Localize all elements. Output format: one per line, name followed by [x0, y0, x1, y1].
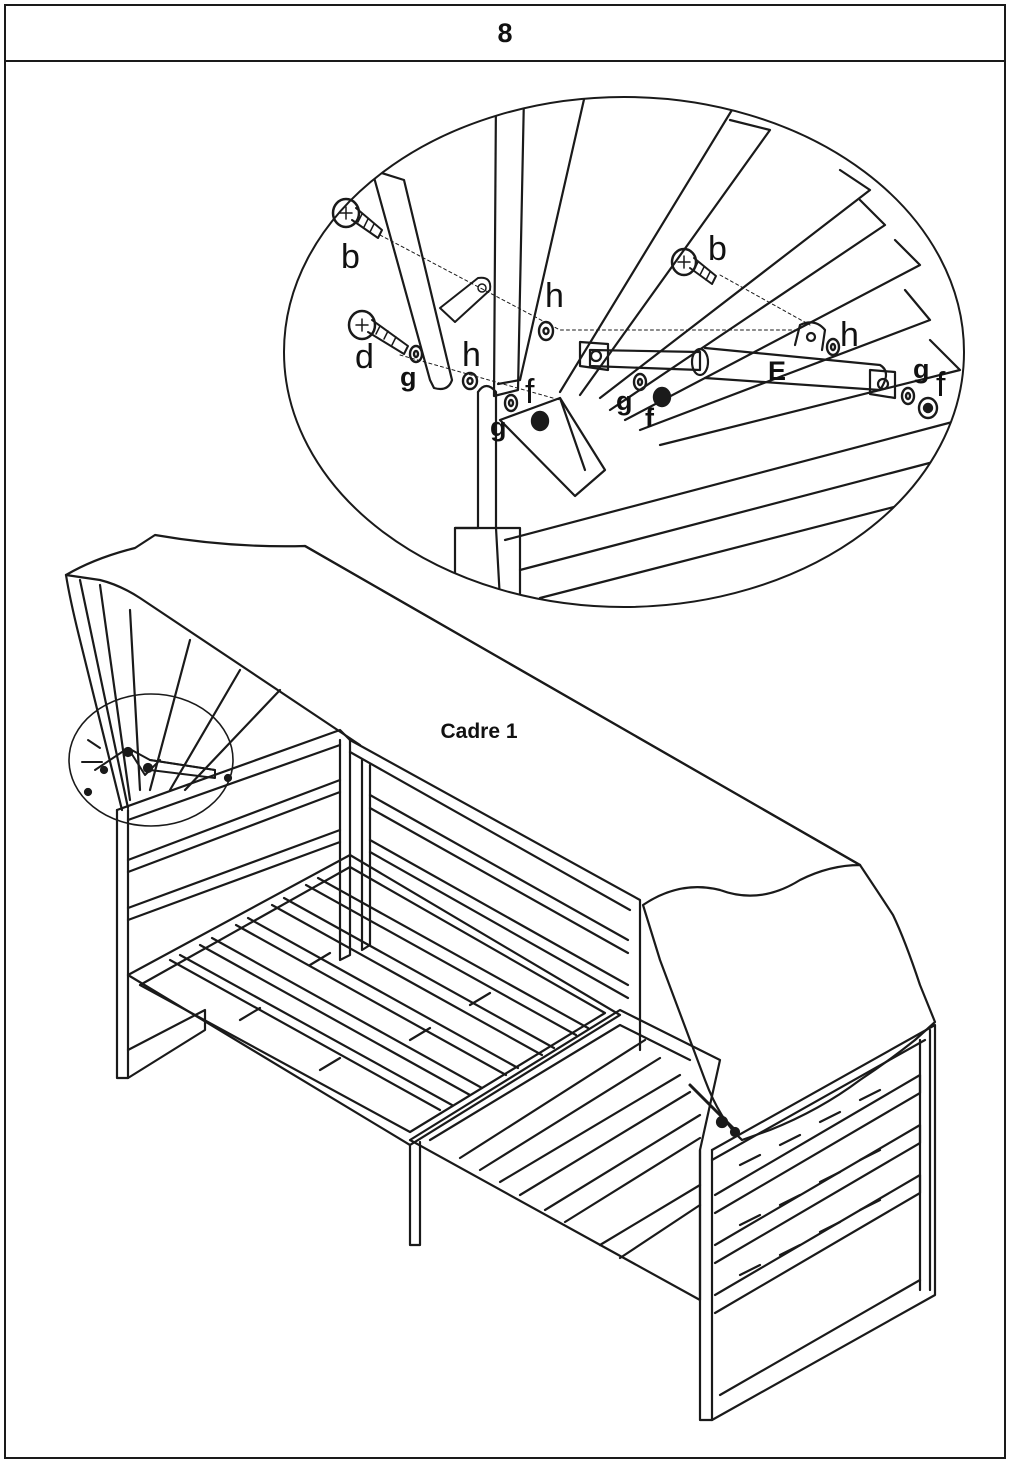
bolt-b-right — [670, 247, 717, 285]
hinge-bracket — [439, 276, 492, 323]
bed-frame — [64, 533, 937, 1422]
part-label-E: E — [768, 356, 786, 386]
right-gas-strut-small — [688, 1083, 741, 1138]
bolt-b-left — [331, 197, 383, 239]
detail-zoom: b b d h h h g g g g f f f E — [283, 96, 965, 608]
frame-label: Cadre 1 — [440, 720, 517, 743]
washers-and-nuts — [408, 320, 939, 432]
bolt-d — [347, 309, 409, 355]
part-label-b: b — [341, 238, 360, 276]
part-label-b: b — [708, 230, 727, 268]
part-label-h: h — [840, 316, 859, 354]
part-label-g: g — [490, 412, 507, 442]
part-label-g: g — [616, 386, 633, 416]
part-label-d: d — [355, 338, 374, 376]
detail-zoom-outline — [283, 96, 965, 608]
small-detail-circle — [68, 693, 234, 827]
part-label-g: g — [400, 362, 417, 392]
part-label-g: g — [913, 354, 930, 384]
detail-frame-tubes — [370, 97, 962, 602]
part-label-f: f — [525, 373, 535, 411]
canopy-cover — [64, 533, 937, 1142]
part-labels: b b d h h h g g g g f f f E — [341, 230, 946, 442]
step-number: 8 — [6, 6, 1004, 62]
part-label-f: f — [936, 366, 946, 404]
part-label-h: h — [462, 336, 481, 374]
gas-strut-E — [578, 321, 897, 400]
part-label-h: h — [545, 277, 564, 315]
part-label-f: f — [645, 403, 655, 433]
